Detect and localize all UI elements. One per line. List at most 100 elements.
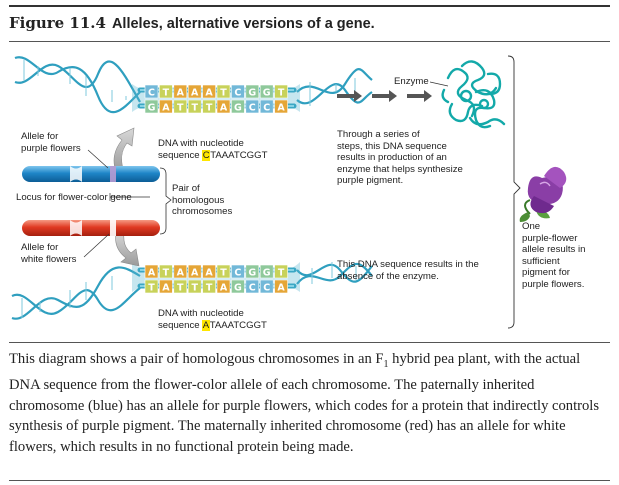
header-rule [9, 41, 610, 42]
label-enzyme: Enzyme [394, 76, 429, 87]
top-lower-tile-1 [159, 99, 173, 114]
bottom-lower-base-1: A [162, 283, 170, 294]
top-upper-base-7: G [248, 88, 256, 99]
bottom-lower-tile-4 [202, 279, 216, 294]
bottom-upper-base-8: G [263, 268, 271, 279]
bottom-lower-base-8: C [263, 283, 270, 294]
top-upper-base-4: A [205, 88, 213, 99]
enzyme-structure [441, 60, 506, 129]
figure-header: Figure 11.4 Alleles, alternative versions… [9, 13, 375, 32]
top-lower-base-9: A [277, 103, 285, 114]
top-lower-base-7: C [249, 103, 256, 114]
bottom-upper-base-2: A [177, 268, 185, 279]
bottom-upper-base-0: A [148, 268, 156, 279]
top-lower-base-1: A [162, 103, 170, 114]
chromosome-red [22, 220, 160, 236]
bottom-lower-base-3: T [191, 283, 198, 294]
top-upper-base-9: T [278, 88, 285, 99]
top-lower-tile-6 [231, 99, 245, 114]
bottom-lower-tile-5 [216, 279, 231, 294]
bottom-upper-tile-7 [245, 264, 260, 279]
figure-number: Figure 11.4 [9, 14, 106, 32]
bottom-lower-tile-8 [259, 279, 274, 294]
top-upper-tile-9 [274, 84, 288, 99]
caption-subscript: 1 [383, 358, 389, 370]
pair-bracket [159, 167, 172, 235]
top-lower-tile-2 [173, 99, 188, 114]
top-upper-base-2: A [177, 88, 185, 99]
top-upper-tile-6 [231, 84, 245, 99]
label-dna-top: DNA with nucleotide sequence CTAAATCGGT [158, 138, 268, 161]
bottom-lower-base-6: G [234, 283, 242, 294]
top-lower-tile-3 [187, 99, 202, 114]
top-lower-base-5: A [220, 103, 228, 114]
bottom-lower-base-2: T [177, 283, 184, 294]
bottom-upper-base-9: T [278, 268, 285, 279]
top-upper-tile-0 [144, 84, 159, 99]
bottom-lower-tile-1 [159, 279, 173, 294]
bottom-upper-tile-0 [144, 264, 159, 279]
bottom-upper-tile-9 [274, 264, 288, 279]
top-upper-base-1: T [163, 88, 170, 99]
top-lower-tile-0 [144, 99, 159, 114]
top-lower-base-2: T [177, 103, 184, 114]
top-upper-tile-3 [187, 84, 202, 99]
bottom-lower-tile-2 [173, 279, 188, 294]
bottom-lower-base-0: T [148, 283, 155, 294]
purple-flower-icon [519, 166, 567, 222]
bottom-lower-base-4: T [206, 283, 213, 294]
figure-caption: This diagram shows a pair of homologous … [9, 351, 600, 455]
bottom-upper-tile-5 [216, 264, 231, 279]
pathway-arrows [337, 90, 432, 102]
label-dna-bottom: DNA with nucleotide sequence ATAAATCGGT [158, 308, 267, 331]
top-lower-base-0: G [148, 103, 156, 114]
highlight-nucleotide-bottom: A [202, 319, 210, 331]
bottom-upper-tile-4 [202, 264, 216, 279]
highlight-nucleotide-top: C [202, 149, 211, 161]
top-upper-tile-2 [173, 84, 188, 99]
bottom-upper-tile-2 [173, 264, 188, 279]
bottom-lower-tile-0 [144, 279, 159, 294]
top-rule [9, 5, 610, 7]
zoom-arrow-top [113, 127, 135, 173]
top-upper-base-0: C [148, 88, 155, 99]
bottom-upper-base-3: A [191, 268, 199, 279]
top-upper-base-8: G [263, 88, 271, 99]
top-lower-base-6: G [234, 103, 242, 114]
bottom-lower-tile-6 [231, 279, 245, 294]
bottom-upper-tile-3 [187, 264, 202, 279]
outcome-bracket [507, 55, 521, 329]
bottom-lower-tile-3 [187, 279, 202, 294]
bottom-upper-base-6: C [234, 268, 241, 279]
bottom-upper-tile-6 [231, 264, 245, 279]
bottom-lower-tile-9 [274, 279, 288, 294]
top-upper-tile-1 [159, 84, 173, 99]
top-upper-base-6: C [234, 88, 241, 99]
top-upper-tile-4 [202, 84, 216, 99]
bottom-rule [9, 480, 610, 481]
top-lower-tile-7 [245, 99, 260, 114]
bottom-lower-base-7: C [249, 283, 256, 294]
top-lower-tile-4 [202, 99, 216, 114]
top-upper-tile-7 [245, 84, 260, 99]
figure-title: Alleles, alternative versions of a gene. [111, 16, 375, 32]
bottom-lower-base-9: A [277, 283, 285, 294]
top-lower-base-3: T [191, 103, 198, 114]
chromosome-blue [22, 166, 160, 182]
bottom-upper-tile-8 [259, 264, 274, 279]
bottom-upper-base-7: G [248, 268, 256, 279]
label-locus: Locus for flower-color gene [16, 192, 132, 203]
bottom-upper-base-5: T [220, 268, 227, 279]
top-lower-tile-9 [274, 99, 288, 114]
bottom-lower-base-5: A [220, 283, 228, 294]
top-upper-base-3: A [191, 88, 199, 99]
top-upper-base-5: T [220, 88, 227, 99]
